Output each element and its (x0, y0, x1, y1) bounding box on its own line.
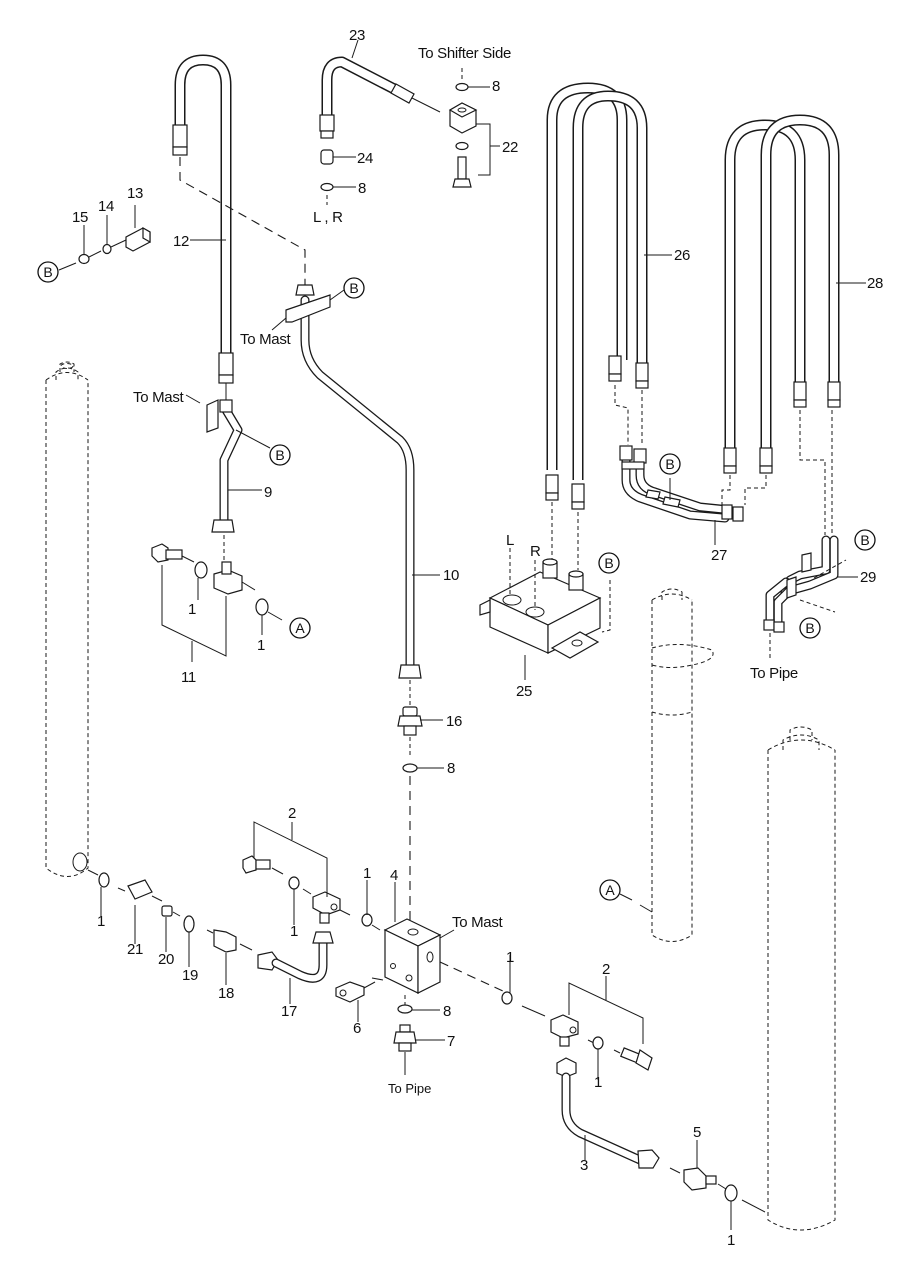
callout-8: 8 (358, 180, 366, 197)
middle-cylinder (651, 588, 714, 942)
ref-a-label: A (295, 620, 305, 636)
fitting-11-assembly (151, 543, 283, 662)
ref-marker-b-7: B (799, 617, 821, 639)
right-lift-cylinder (767, 726, 836, 1231)
valve-block-4 (371, 882, 506, 1075)
callout-7: 7 (447, 1033, 455, 1050)
pipe-assembly-29 (763, 535, 858, 658)
callout-3: 3 (580, 1157, 588, 1174)
callout-24: 24 (357, 150, 373, 167)
annotation-r: R (530, 543, 541, 560)
callout-1: 1 (363, 865, 371, 882)
callout-22: 22 (502, 139, 518, 156)
callout-16: 16 (446, 713, 462, 730)
hose-28-pair (721, 114, 866, 535)
bolt-6 (335, 981, 376, 1022)
hose-23-assembly (319, 39, 500, 205)
callout-26: 26 (674, 247, 690, 264)
fitting-16 (397, 680, 444, 920)
callout-1: 1 (97, 913, 105, 930)
hose-26-pair (545, 82, 672, 570)
ref-b-label: B (665, 456, 674, 472)
callout-21: 21 (127, 941, 143, 958)
left-lift-cylinder (45, 361, 89, 877)
ref-b-label: B (349, 280, 358, 296)
ref-b-label: B (43, 264, 52, 280)
fitting-2-right-assembly (501, 955, 766, 1230)
callout-15: 15 (72, 209, 88, 226)
annotation-l-r: L , R (313, 209, 343, 226)
ref-b-label: B (275, 447, 284, 463)
callout-6: 6 (353, 1020, 361, 1037)
annotation-l: L (506, 532, 514, 549)
callout-2: 2 (288, 805, 296, 822)
callout-8: 8 (492, 78, 500, 95)
ref-marker-b-2: B (343, 277, 365, 299)
callout-1: 1 (594, 1074, 602, 1091)
pipe-9 (185, 394, 271, 565)
ref-b-label: B (604, 555, 613, 571)
callout-5: 5 (693, 1124, 701, 1141)
ref-marker-a-2: A (599, 879, 653, 913)
ref-marker-b-1: B (37, 261, 59, 283)
ref-marker-b-6: B (854, 529, 876, 551)
callout-20: 20 (158, 951, 174, 968)
annotation-to-mast-left: To Mast (133, 389, 185, 406)
bolt-13-washers (58, 205, 151, 271)
annotation-to-shifter-side: To Shifter Side (418, 45, 511, 62)
callout-13: 13 (127, 185, 143, 202)
annotation-to-pipe-right: To Pipe (750, 665, 798, 682)
valve-block-25 (479, 548, 611, 680)
callout-17: 17 (281, 1003, 297, 1020)
ref-marker-b-5: B (598, 552, 620, 574)
annotation-to-mast-block: To Mast (452, 914, 504, 931)
ref-b-label: B (805, 620, 814, 636)
callout-18: 18 (218, 985, 234, 1002)
callout-23: 23 (349, 27, 365, 44)
callout-1: 1 (727, 1232, 735, 1249)
callout-1: 1 (257, 637, 265, 654)
ref-b-label: B (860, 532, 869, 548)
ref-marker-b-3: B (269, 444, 291, 466)
callout-25: 25 (516, 683, 532, 700)
pipe-10 (271, 284, 440, 679)
callout-29: 29 (860, 569, 876, 586)
callout-11: 11 (181, 669, 196, 686)
pipe-assembly-27 (619, 445, 744, 545)
callout-8: 8 (447, 760, 455, 777)
ref-marker-a-1: A (289, 617, 311, 639)
callout-2: 2 (602, 961, 610, 978)
hose-12 (172, 54, 306, 400)
annotation-to-pipe-block: To Pipe (388, 1081, 431, 1096)
callout-10: 10 (443, 567, 459, 584)
ref-a-label: A (605, 882, 615, 898)
ref-marker-b-4: B (659, 453, 681, 475)
annotation-to-mast-top: To Mast (240, 331, 292, 348)
callout-28: 28 (867, 275, 883, 292)
callout-4: 4 (390, 867, 398, 884)
fitting-2-left-assembly (242, 821, 381, 931)
callout-1: 1 (290, 923, 298, 940)
callout-12: 12 (173, 233, 189, 250)
callout-1: 1 (188, 601, 196, 618)
callout-1: 1 (506, 949, 514, 966)
callout-9: 9 (264, 484, 272, 501)
left-fitting-chain (87, 869, 334, 1004)
callout-8: 8 (443, 1003, 451, 1020)
callout-14: 14 (98, 198, 114, 215)
callout-27: 27 (711, 547, 727, 564)
callout-19: 19 (182, 967, 198, 984)
